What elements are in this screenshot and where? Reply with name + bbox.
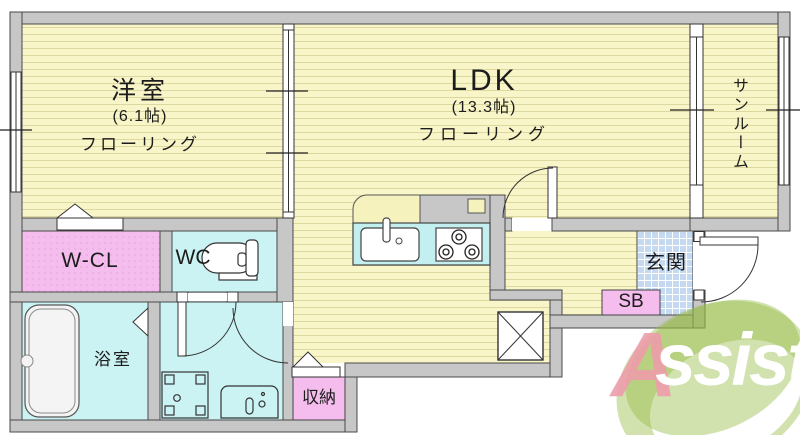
walk-in-closet-floor bbox=[21, 230, 161, 293]
sunroom-right-window bbox=[778, 36, 790, 186]
refrigerator-space-icon bbox=[497, 311, 544, 361]
room-partition-sliding-door bbox=[282, 23, 295, 219]
ldk-door-opening bbox=[512, 218, 550, 231]
logo-letter-a: A bbox=[611, 314, 678, 416]
kitchen-icon bbox=[352, 194, 491, 266]
storage-door bbox=[291, 366, 341, 378]
shoe-box bbox=[601, 289, 661, 316]
wc-door-leaf bbox=[177, 301, 187, 357]
gas-stove-icon bbox=[435, 227, 483, 262]
western-room-floor bbox=[22, 24, 283, 218]
ldk-door-leaf bbox=[547, 166, 558, 219]
fixtures bbox=[20, 194, 544, 419]
front-door-leaf bbox=[699, 236, 759, 246]
dimension-ticks bbox=[0, 90, 800, 154]
washroom-door-opening bbox=[283, 302, 293, 326]
doors bbox=[55, 166, 759, 378]
logo-leaf bbox=[616, 299, 800, 435]
front-door-swing-arc bbox=[700, 244, 759, 303]
ldk-door-swing-arc bbox=[502, 167, 554, 219]
washbasin-icon bbox=[220, 385, 279, 419]
washroom-door-swing-arc bbox=[232, 307, 289, 364]
washing-machine-icon bbox=[161, 371, 209, 419]
windows bbox=[10, 23, 790, 219]
wc-door-swing-arc bbox=[181, 301, 237, 357]
closet-door-marker bbox=[55, 203, 95, 219]
wc-door-opening bbox=[188, 293, 227, 301]
storage-box bbox=[292, 376, 346, 421]
western-room-window bbox=[10, 71, 22, 193]
ldk-floor bbox=[294, 24, 690, 218]
sunroom-floor bbox=[703, 24, 778, 218]
bathroom-door-marker bbox=[132, 306, 149, 338]
toilet-icon bbox=[201, 239, 259, 281]
closet-door bbox=[56, 217, 124, 231]
front-door-opening bbox=[693, 242, 705, 290]
faucet-icon bbox=[382, 217, 391, 243]
bathtub-icon bbox=[20, 304, 80, 418]
logo-text: ssist bbox=[655, 318, 800, 401]
sunroom-left-window bbox=[689, 23, 704, 219]
